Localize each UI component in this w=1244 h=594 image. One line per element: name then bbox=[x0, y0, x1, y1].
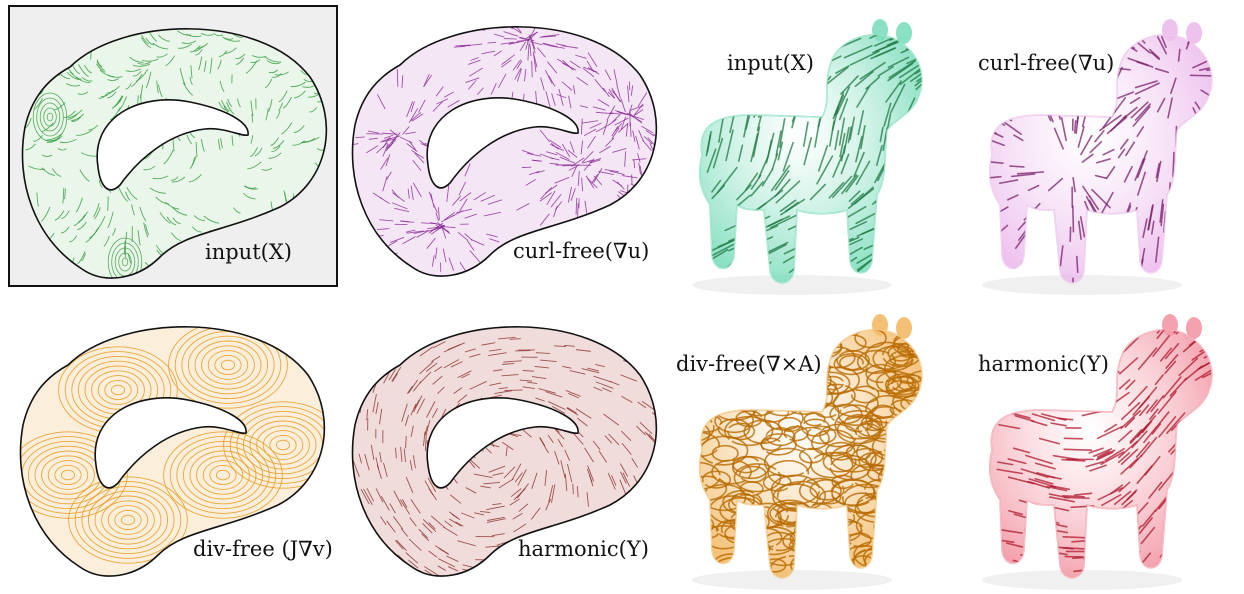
horse-render-harmonic bbox=[962, 300, 1244, 594]
panel-div-free-3d: div-free(∇×A) bbox=[672, 300, 962, 594]
label-div-free-3d: div-free(∇×A) bbox=[676, 352, 822, 376]
label-harmonic-3d: harmonic(Y) bbox=[978, 352, 1109, 376]
label-curl-free-3d: curl-free(∇u) bbox=[978, 51, 1114, 75]
panel-curl-free-2d: curl-free(∇u) bbox=[340, 5, 670, 287]
label-div-free-2d: div-free (J∇v) bbox=[193, 537, 333, 561]
panel-harmonic-2d: harmonic(Y) bbox=[340, 305, 670, 587]
label-input-2d: input(X) bbox=[205, 240, 292, 264]
panel-input-2d: input(X) bbox=[8, 5, 338, 287]
label-input-3d: input(X) bbox=[727, 51, 814, 75]
panel-div-free-2d: div-free (J∇v) bbox=[8, 305, 338, 587]
label-curl-free-2d: curl-free(∇u) bbox=[513, 239, 649, 263]
panel-curl-free-3d: curl-free(∇u) bbox=[962, 5, 1244, 297]
label-harmonic-2d: harmonic(Y) bbox=[518, 537, 649, 561]
horse-render-div-free bbox=[672, 300, 962, 594]
panel-harmonic-3d: harmonic(Y) bbox=[962, 300, 1244, 594]
horse-render-curl-free bbox=[962, 5, 1244, 297]
panel-input-3d: input(X) bbox=[672, 5, 962, 297]
horse-render-input bbox=[672, 5, 962, 297]
